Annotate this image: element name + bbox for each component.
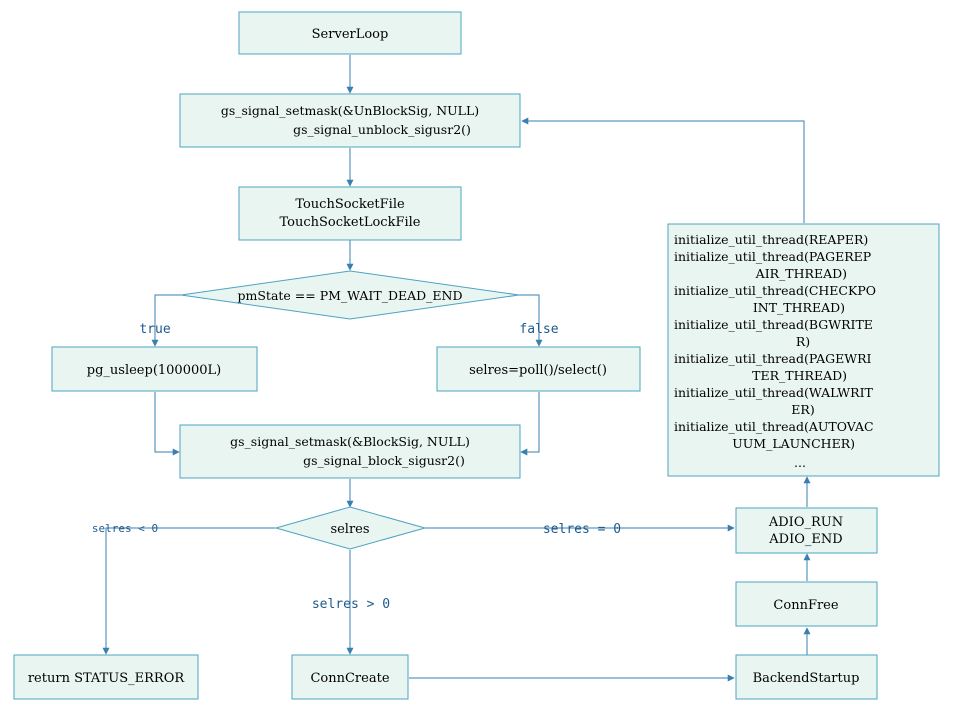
init-thread-line: ... — [794, 455, 806, 470]
edge-selres-lt-zero — [102, 527, 276, 655]
edge-label-selres-eq-zero: selres = 0 — [543, 522, 621, 537]
backend-startup-node: BackendStartup — [735, 654, 878, 700]
pm-state-decision: pmState == PM_WAIT_DEAD_END — [180, 270, 520, 320]
conn-create-label: ConnCreate — [310, 671, 389, 686]
adio-end-label: ADIO_END — [768, 532, 842, 547]
unblock-signal-line-1: gs_signal_setmask(&UnBlockSig, NULL) — [221, 103, 479, 118]
edge-poll-to-block — [520, 392, 540, 456]
touch-socket-line-1: TouchSocketFile — [295, 197, 405, 212]
unblock-signal-node: gs_signal_setmask(&UnBlockSig, NULL) gs_… — [179, 93, 521, 148]
server-loop-label: ServerLoop — [312, 27, 389, 42]
init-thread-line: initialize_util_thread(REAPER) — [674, 232, 868, 247]
edge-label-false: false — [519, 322, 558, 337]
init-thread-line: TER_THREAD) — [752, 368, 847, 383]
pm-state-label: pmState == PM_WAIT_DEAD_END — [238, 288, 463, 303]
touch-socket-node: TouchSocketFile TouchSocketLockFile — [238, 186, 462, 241]
conn-create-node: ConnCreate — [291, 654, 409, 700]
server-loop-node: ServerLoop — [238, 11, 462, 55]
selres-decision: selres — [274, 506, 427, 550]
edge-label-selres-gt-zero: selres > 0 — [312, 597, 390, 612]
usleep-label: pg_usleep(100000L) — [87, 363, 221, 378]
block-signal-line-1: gs_signal_setmask(&BlockSig, NULL) — [230, 434, 470, 449]
conn-free-node: ConnFree — [735, 581, 878, 627]
init-thread-line: INT_THREAD) — [753, 300, 845, 315]
init-thread-line: ER) — [791, 402, 814, 417]
adio-node: ADIO_RUN ADIO_END — [735, 507, 878, 554]
backend-startup-label: BackendStartup — [753, 671, 860, 686]
init-thread-line: initialize_util_thread(AUTOVAC — [674, 419, 874, 434]
edge-label-true: true — [139, 322, 170, 337]
unblock-signal-line-2: gs_signal_unblock_sigusr2() — [293, 122, 471, 137]
return-error-label: return STATUS_ERROR — [28, 671, 186, 686]
init-thread-line: UUM_LAUNCHER) — [732, 436, 855, 451]
block-signal-node: gs_signal_setmask(&BlockSig, NULL) gs_si… — [179, 424, 521, 479]
touch-socket-line-2: TouchSocketLockFile — [280, 215, 421, 230]
usleep-node: pg_usleep(100000L) — [51, 346, 258, 392]
init-thread-line: initialize_util_thread(BGWRITE — [674, 317, 873, 332]
conn-free-label: ConnFree — [773, 598, 838, 613]
init-threads-node: initialize_util_thread(REAPER) initializ… — [667, 223, 940, 477]
return-error-node: return STATUS_ERROR — [13, 654, 199, 700]
init-thread-line: initialize_util_thread(WALWRIT — [674, 385, 874, 400]
edge-usleep-to-block — [154, 392, 180, 456]
adio-run-label: ADIO_RUN — [768, 515, 843, 530]
selres-label: selres — [330, 522, 369, 537]
edges — [102, 55, 811, 682]
init-thread-line: AIR_THREAD) — [755, 266, 847, 281]
init-thread-line: R) — [796, 334, 810, 349]
init-thread-line: initialize_util_thread(PAGEWRI — [674, 351, 872, 366]
poll-select-label: selres=poll()/select() — [469, 363, 607, 378]
edge-pmstate-false — [519, 294, 543, 347]
edge-init-loop-back — [521, 117, 805, 223]
edge-labels: true false selres < 0 selres = 0 selres … — [92, 322, 621, 612]
poll-select-node: selres=poll()/select() — [436, 346, 641, 392]
edge-pmstate-true — [151, 294, 181, 347]
init-thread-line: initialize_util_thread(PAGEREP — [674, 249, 871, 264]
block-signal-line-2: gs_signal_block_sigusr2() — [303, 453, 465, 468]
init-thread-line: initialize_util_thread(CHECKPO — [674, 283, 876, 298]
edge-label-selres-lt-zero: selres < 0 — [92, 522, 158, 535]
